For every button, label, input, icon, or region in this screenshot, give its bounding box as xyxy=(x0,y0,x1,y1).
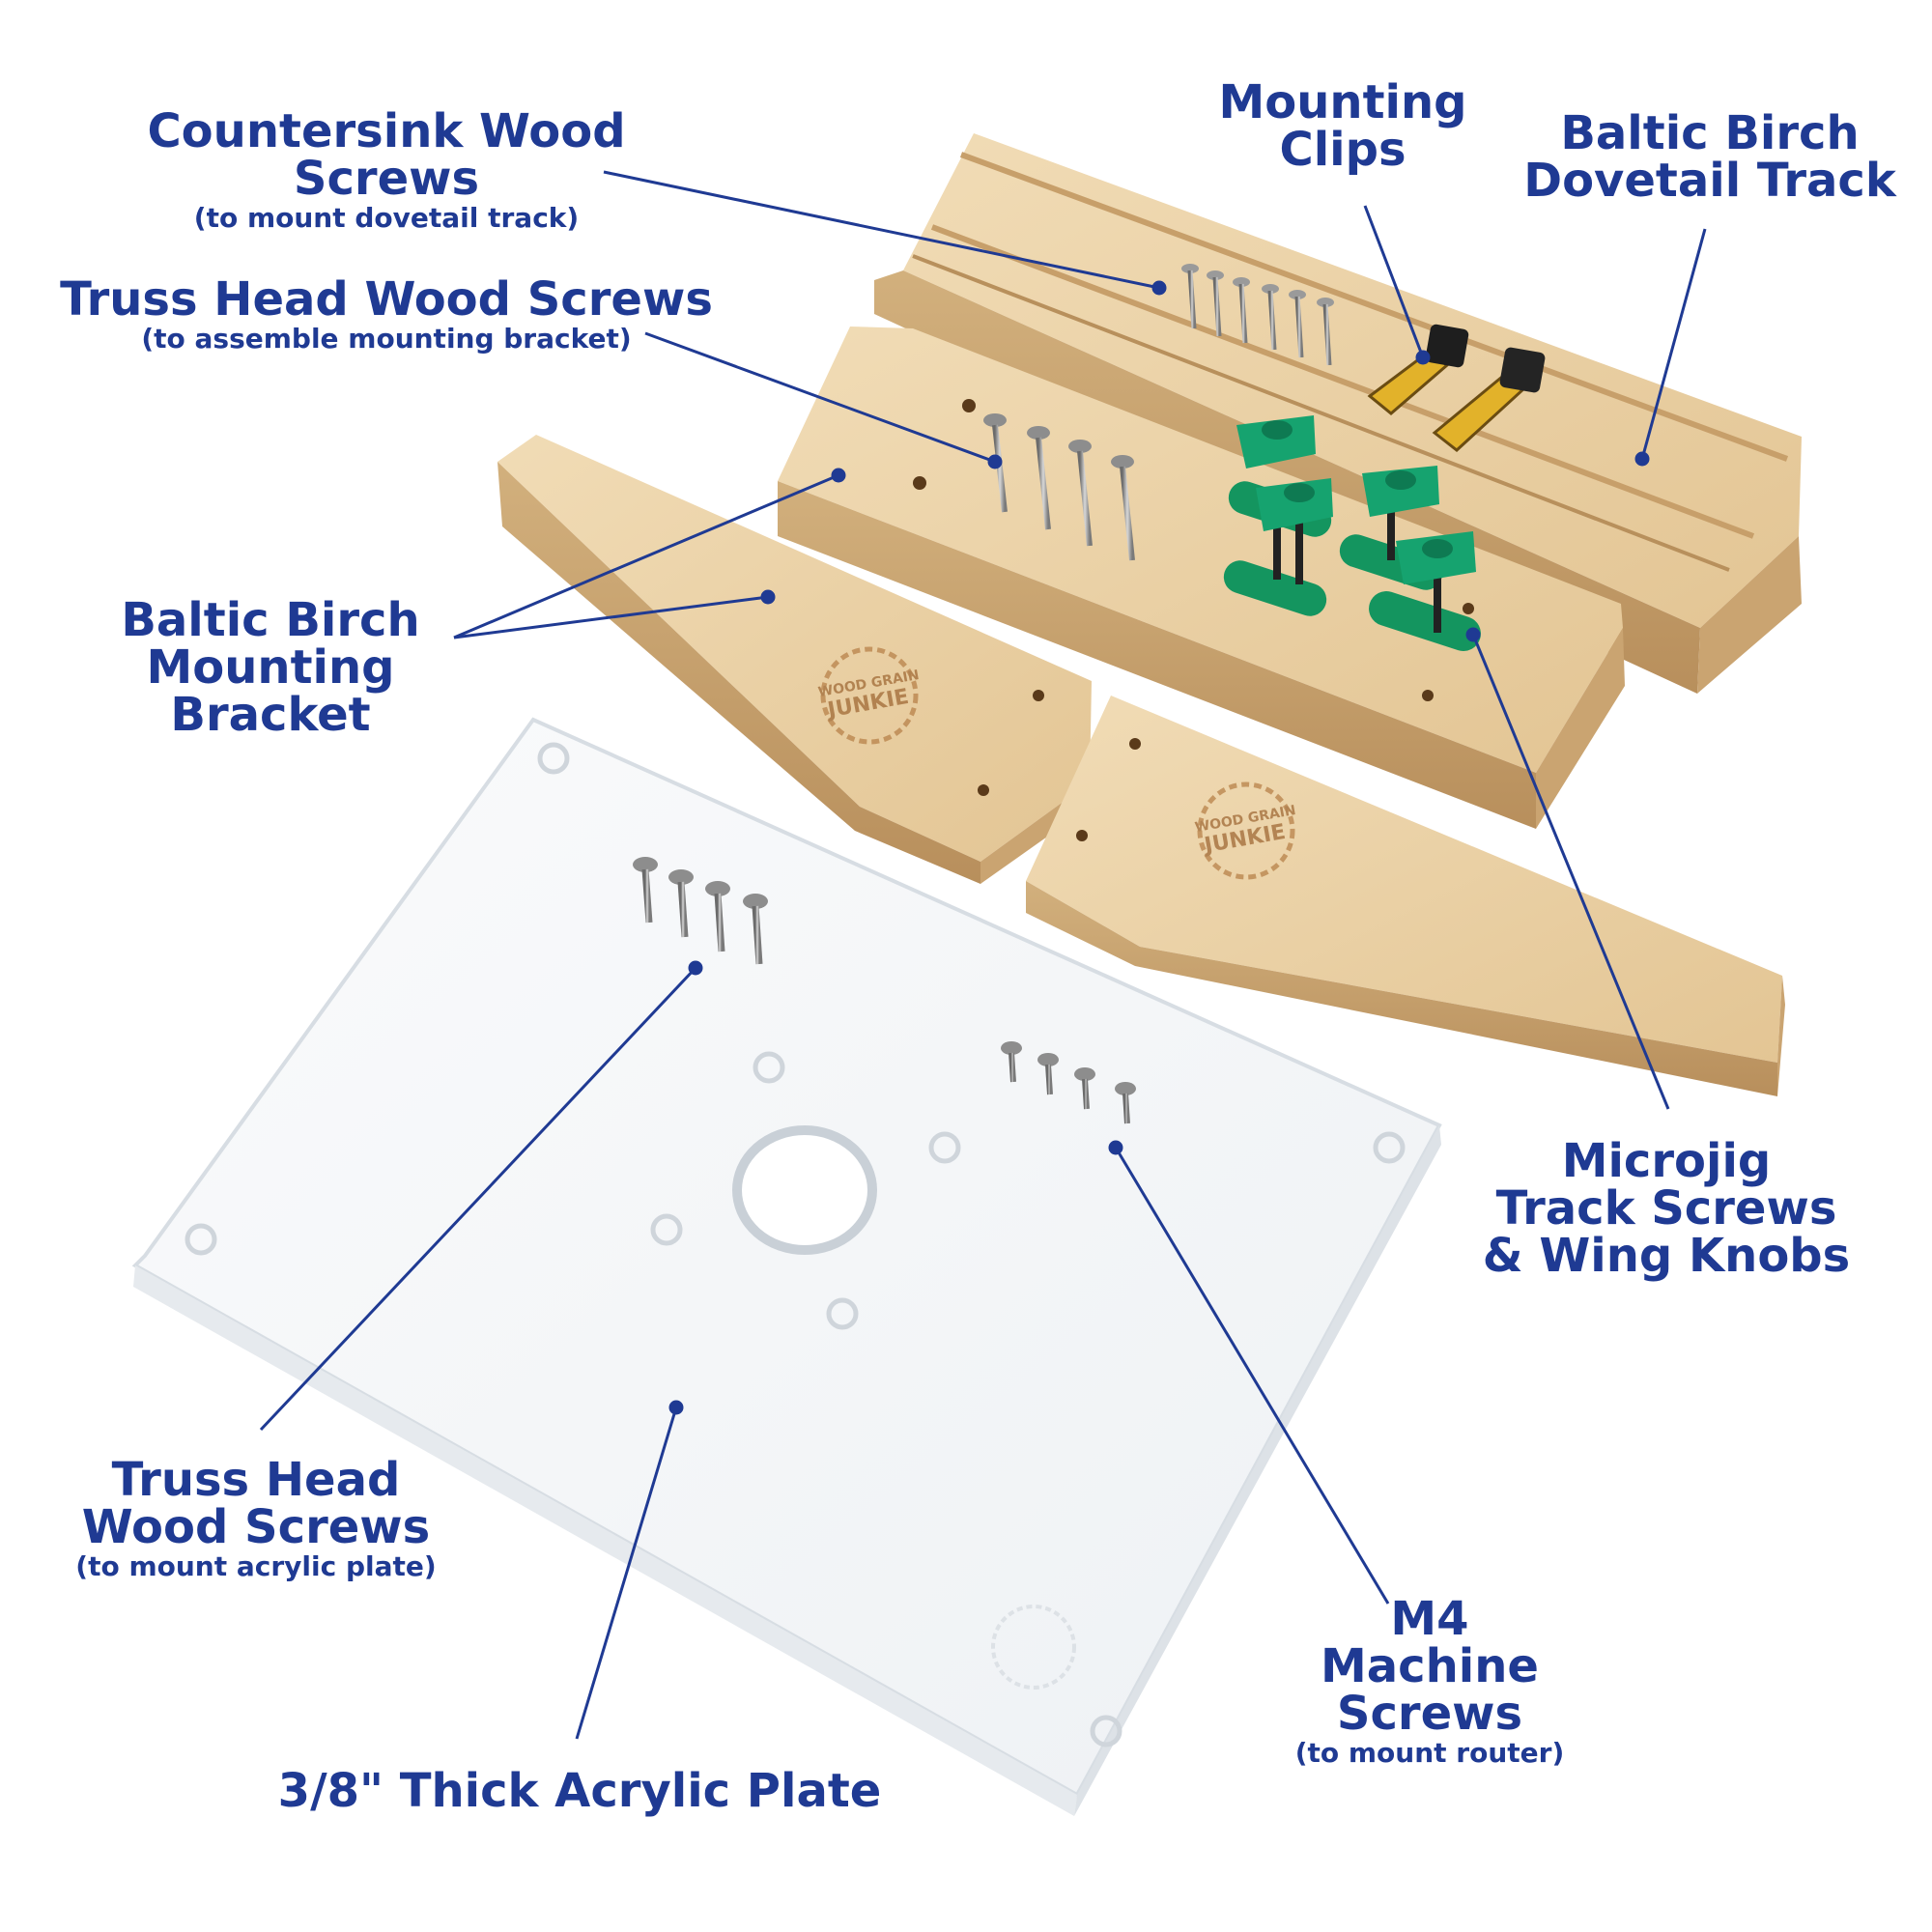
label-title: 3/8" Thick Acrylic Plate xyxy=(277,1764,882,1818)
label-line1: Baltic Birch xyxy=(1560,106,1860,160)
label-note: (to assemble mounting bracket) xyxy=(141,322,632,355)
label-acrylic-plate: 3/8" Thick Acrylic Plate xyxy=(270,1768,889,1815)
truss-head-screws-plate xyxy=(633,857,768,965)
mounting-clip xyxy=(1367,324,1469,415)
label-dovetail-track: Baltic Birch Dovetail Track xyxy=(1507,110,1913,205)
screw xyxy=(1068,440,1093,547)
wing-knob xyxy=(1369,531,1481,651)
leader-mounting-clips xyxy=(1363,205,1425,358)
label-truss-head-bracket: Truss Head Wood Screws (to assemble moun… xyxy=(53,276,720,355)
leader-m4 xyxy=(1114,1147,1390,1605)
mounting-bracket-back-board xyxy=(778,327,1625,829)
label-title: Countersink Wood Screws xyxy=(147,104,626,206)
acrylic-logo-etching xyxy=(991,1605,1076,1690)
screw xyxy=(1233,277,1250,344)
label-line1: Microjig xyxy=(1561,1134,1772,1188)
mounting-clip xyxy=(1432,347,1546,452)
label-line2: Wood Screws xyxy=(81,1499,431,1554)
leader-countersink xyxy=(603,170,1160,290)
label-countersink-screws: Countersink Wood Screws (to mount doveta… xyxy=(53,108,720,234)
leader-microjig xyxy=(1471,634,1670,1110)
screw xyxy=(1001,1041,1022,1083)
label-line1: Mounting xyxy=(1218,75,1467,129)
screw xyxy=(705,881,730,952)
label-line1: Truss Head xyxy=(111,1453,401,1507)
screw xyxy=(983,413,1008,513)
label-truss-head-plate: Truss Head Wood Screws (to mount acrylic… xyxy=(39,1457,473,1582)
screw xyxy=(1207,270,1224,337)
mounting-clips xyxy=(1367,324,1546,452)
label-line1: Baltic Birch xyxy=(121,593,420,647)
microjig-wing-knobs xyxy=(1223,415,1481,651)
label-microjig: Microjig Track Screws & Wing Knobs xyxy=(1459,1138,1874,1280)
label-line1: M4 xyxy=(1390,1592,1469,1646)
label-mounting-clips: Mounting Clips xyxy=(1193,79,1492,174)
label-line2: Dovetail Track xyxy=(1523,153,1896,208)
leader-lines xyxy=(259,170,1707,1740)
wing-knob xyxy=(1223,415,1327,616)
screw xyxy=(1289,290,1306,358)
label-note: (to mount router) xyxy=(1294,1736,1565,1769)
leader-truss-bracket xyxy=(644,331,996,464)
label-line3: & Wing Knobs xyxy=(1482,1228,1851,1283)
screw xyxy=(1317,298,1334,366)
leader-dovetail-track xyxy=(1640,228,1707,460)
label-line2: Track Screws xyxy=(1495,1180,1837,1236)
screw xyxy=(743,894,768,965)
label-m4-screws: M4 Machine Screws (to mount router) xyxy=(1227,1596,1633,1769)
screw xyxy=(1027,426,1051,530)
label-title: Truss Head Wood Screws xyxy=(60,272,713,327)
leader-bracket-a xyxy=(453,473,839,639)
wing-knob xyxy=(1339,466,1443,590)
screw xyxy=(1181,264,1199,329)
label-line2: Machine Screws xyxy=(1321,1638,1539,1741)
leader-truss-plate xyxy=(259,966,697,1432)
label-line2: Mounting Bracket xyxy=(146,639,395,742)
router-hole xyxy=(732,1125,877,1255)
m4-machine-screws xyxy=(1001,1041,1136,1124)
screw xyxy=(1111,455,1135,561)
label-note: (to mount dovetail track) xyxy=(193,201,580,234)
mounting-bracket-right-piece: WOOD GRAIN JUNKIE xyxy=(1026,696,1785,1096)
truss-head-screws-bracket xyxy=(983,413,1135,561)
acrylic-plate xyxy=(131,717,1442,1816)
countersink-screws xyxy=(1181,264,1334,366)
screw xyxy=(1262,284,1279,351)
mounting-bracket-left-piece: WOOD GRAIN JUNKIE xyxy=(497,435,1092,884)
leader-bracket-b xyxy=(453,595,769,639)
screw xyxy=(633,857,658,923)
screw xyxy=(1074,1067,1095,1110)
leader-acrylic xyxy=(575,1406,678,1740)
label-mounting-bracket: Baltic Birch Mounting Bracket xyxy=(39,597,502,739)
label-note: (to mount acrylic plate) xyxy=(75,1549,437,1582)
screw xyxy=(668,869,694,938)
screw xyxy=(1037,1053,1059,1095)
wing-knob xyxy=(1228,478,1333,584)
screw xyxy=(1115,1082,1136,1124)
label-line2: Clips xyxy=(1279,122,1406,177)
